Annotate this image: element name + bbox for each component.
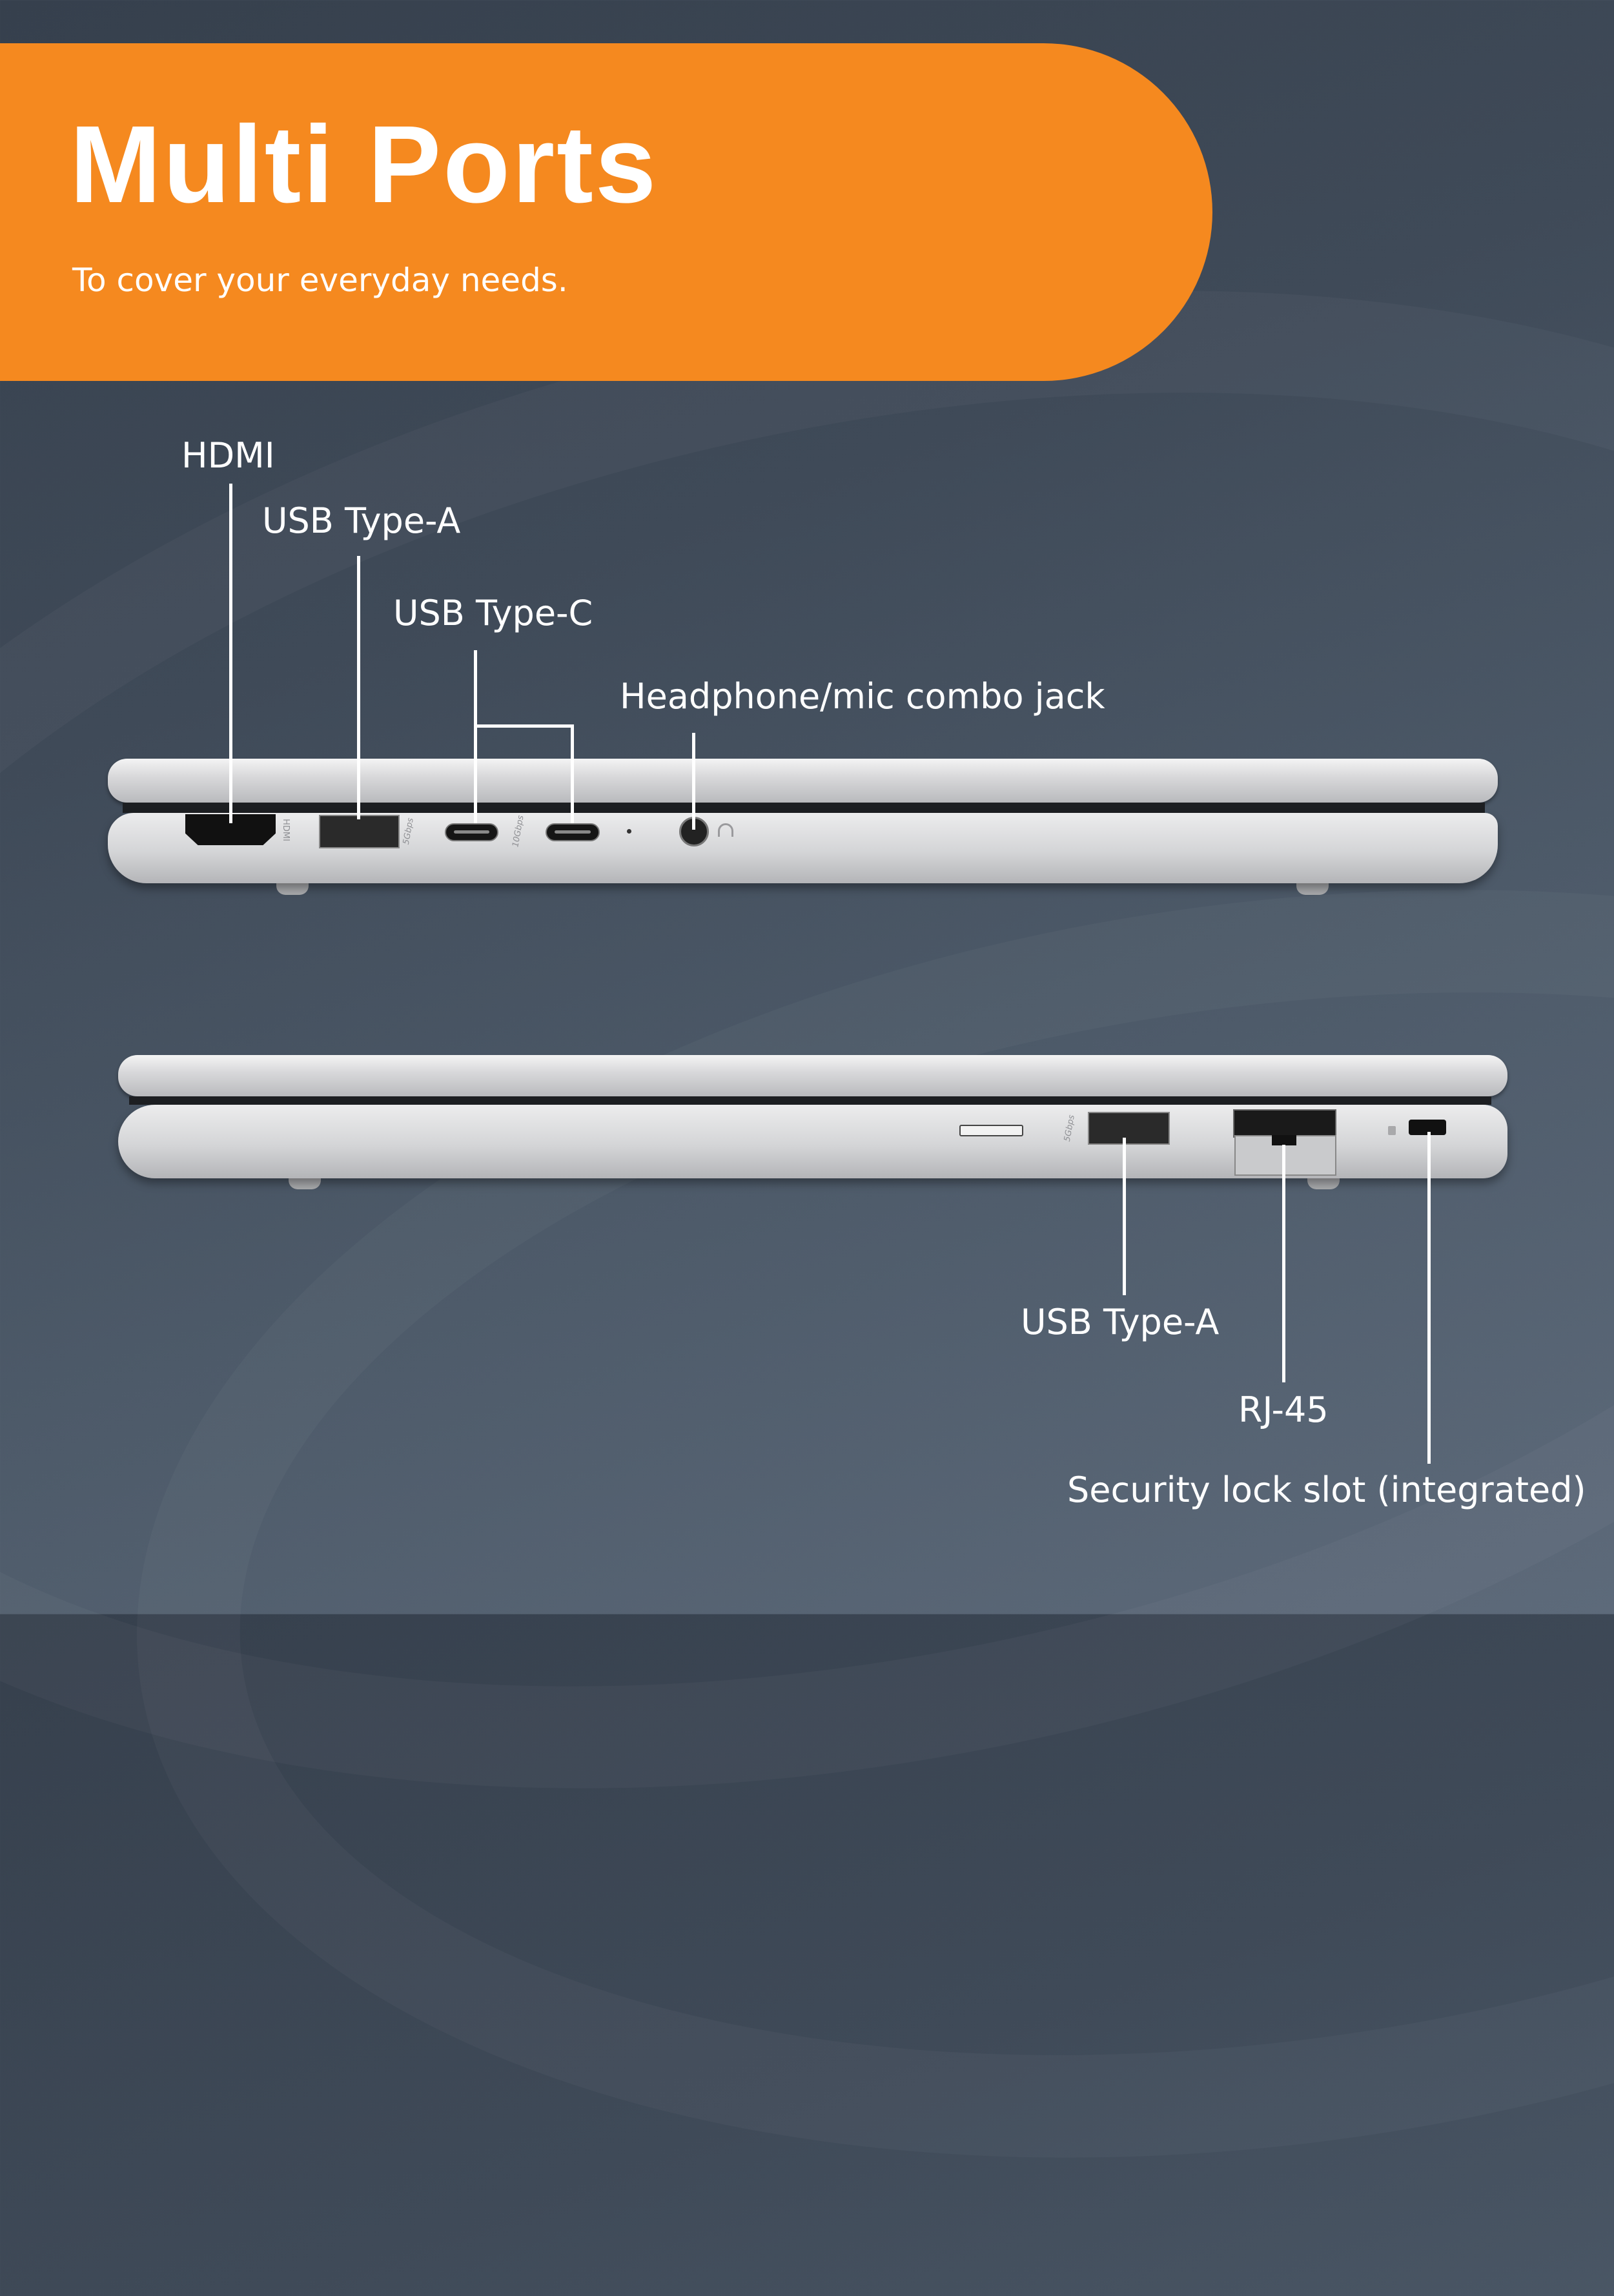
- laptop-hinge-gap: [129, 1096, 1491, 1105]
- headset-icon: [718, 823, 733, 837]
- laptop-foot: [1296, 882, 1329, 895]
- usb-c-port: [546, 823, 600, 841]
- label-usb-a: USB Type-A: [262, 500, 461, 541]
- usb-c-port: [445, 823, 498, 841]
- label-audio-jack: Headphone/mic combo jack: [620, 676, 1105, 717]
- callout-line-rj45: [1282, 1145, 1285, 1382]
- header-banner: [0, 43, 1212, 381]
- label-hdmi: HDMI: [181, 435, 275, 476]
- callout-line-usb-c: [474, 650, 477, 823]
- page-subtitle: To cover your everyday needs.: [72, 261, 568, 299]
- rj45-port: [1233, 1109, 1336, 1138]
- laptop-foot: [1307, 1176, 1340, 1189]
- led-indicator: [627, 829, 631, 834]
- callout-line-audio: [692, 733, 695, 830]
- label-rj45: RJ-45: [1238, 1389, 1329, 1430]
- lock-icon: [1388, 1126, 1396, 1135]
- callout-bracket-usb-c: [474, 724, 574, 728]
- hdmi-marking: HDMI: [280, 819, 291, 841]
- usb-a-port: [319, 815, 400, 848]
- rj45-latch: [1272, 1135, 1296, 1145]
- callout-line-usb-a-right: [1123, 1138, 1126, 1295]
- laptop-foot: [289, 1176, 321, 1189]
- laptop-lid: [108, 759, 1498, 803]
- label-usb-a-right: USB Type-A: [1021, 1302, 1220, 1342]
- sd-card-slot: [959, 1125, 1023, 1136]
- callout-line-usb-c: [571, 724, 574, 823]
- laptop-hinge-gap: [123, 803, 1485, 813]
- label-usb-c: USB Type-C: [393, 593, 593, 633]
- label-security-lock: Security lock slot (integrated): [1067, 1470, 1586, 1510]
- laptop-lid: [118, 1055, 1507, 1096]
- laptop-base: [108, 813, 1498, 883]
- usb-a-port: [1088, 1112, 1170, 1145]
- callout-line-usb-a: [357, 556, 360, 819]
- callout-line-lock: [1427, 1132, 1431, 1464]
- callout-line-hdmi: [229, 484, 232, 823]
- laptop-foot: [276, 882, 309, 895]
- page-title: Multi Ports: [70, 103, 659, 226]
